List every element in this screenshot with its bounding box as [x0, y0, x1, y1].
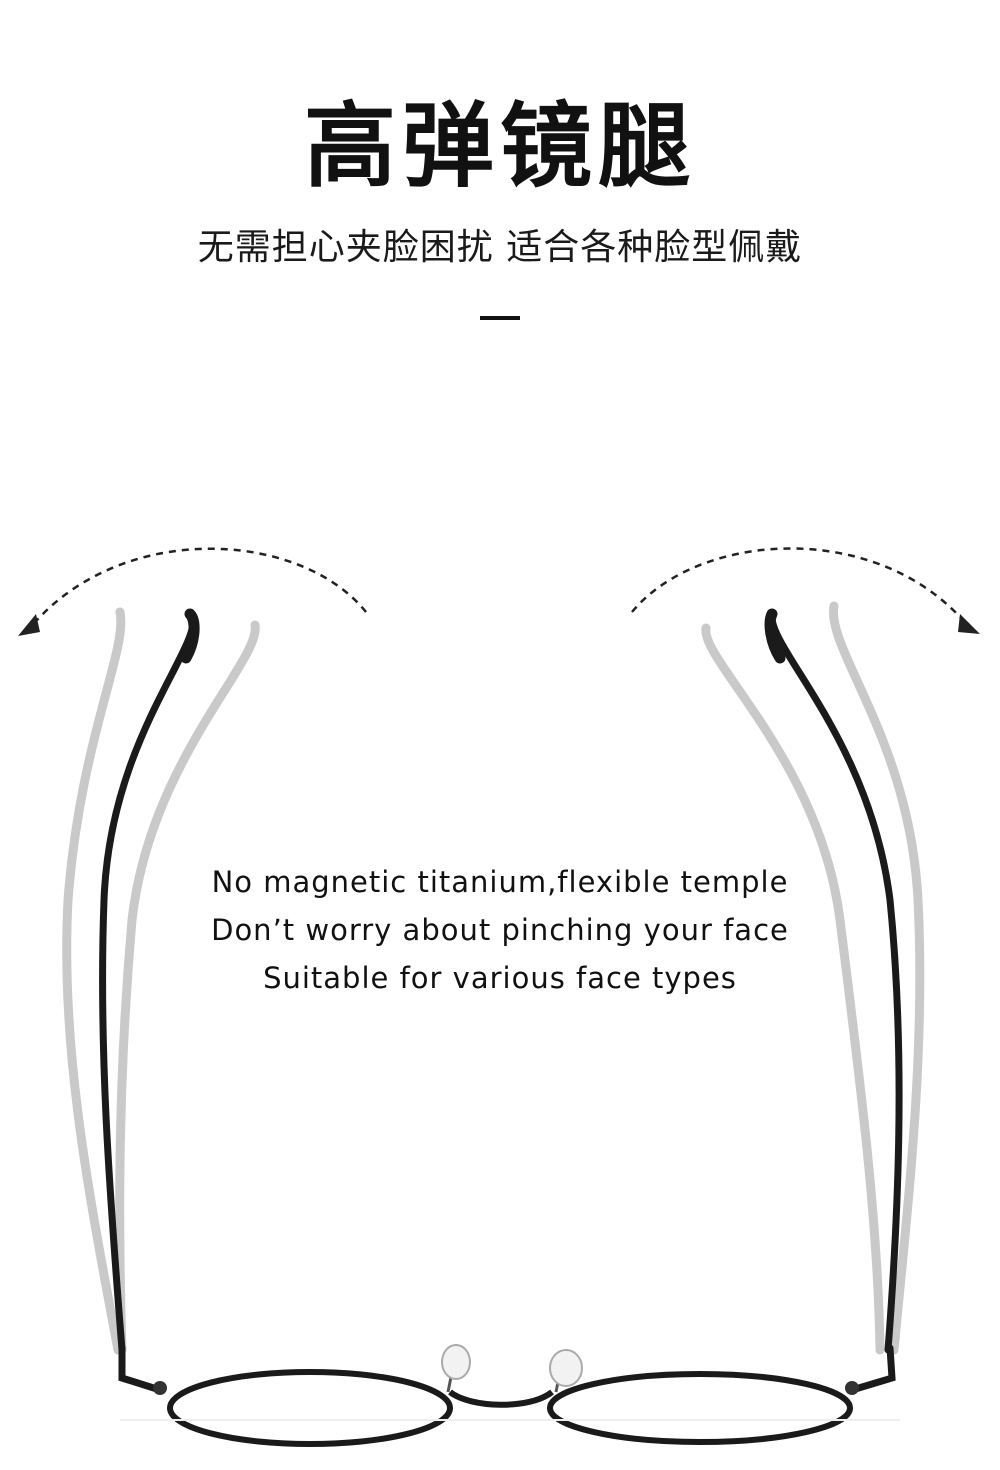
- title-divider: [480, 316, 520, 320]
- page-title: 高弹镜腿: [303, 93, 696, 200]
- right-lens-rim: [547, 1371, 853, 1445]
- left-lens-rim: [167, 1369, 453, 1447]
- right-flex-arrow-icon: [631, 547, 980, 634]
- english-description: No magnetic titanium,flexible temple Don…: [0, 858, 1000, 1002]
- left-flex-arrow-icon: [18, 547, 367, 636]
- left-temple-ghost-outer: [62, 607, 126, 1355]
- bridge: [448, 1389, 554, 1408]
- right-temple-ghost-outer: [828, 601, 925, 1355]
- page-subtitle: 无需担心夹脸困扰 适合各种脸型佩戴: [197, 227, 803, 268]
- left-hinge: [118, 1344, 167, 1395]
- right-temple: [768, 612, 903, 1354]
- right-nose-pad: [549, 1349, 583, 1393]
- right-hinge: [845, 1344, 896, 1395]
- left-temple: [99, 612, 197, 1354]
- left-temple-ghost-inner: [115, 620, 260, 1355]
- english-line-3: Suitable for various face types: [263, 961, 737, 995]
- english-line-2: Don’t worry about pinching your face: [211, 913, 789, 947]
- right-temple-ghost-inner: [701, 623, 885, 1355]
- left-nose-pad: [441, 1344, 471, 1393]
- english-line-1: No magnetic titanium,flexible temple: [211, 865, 789, 899]
